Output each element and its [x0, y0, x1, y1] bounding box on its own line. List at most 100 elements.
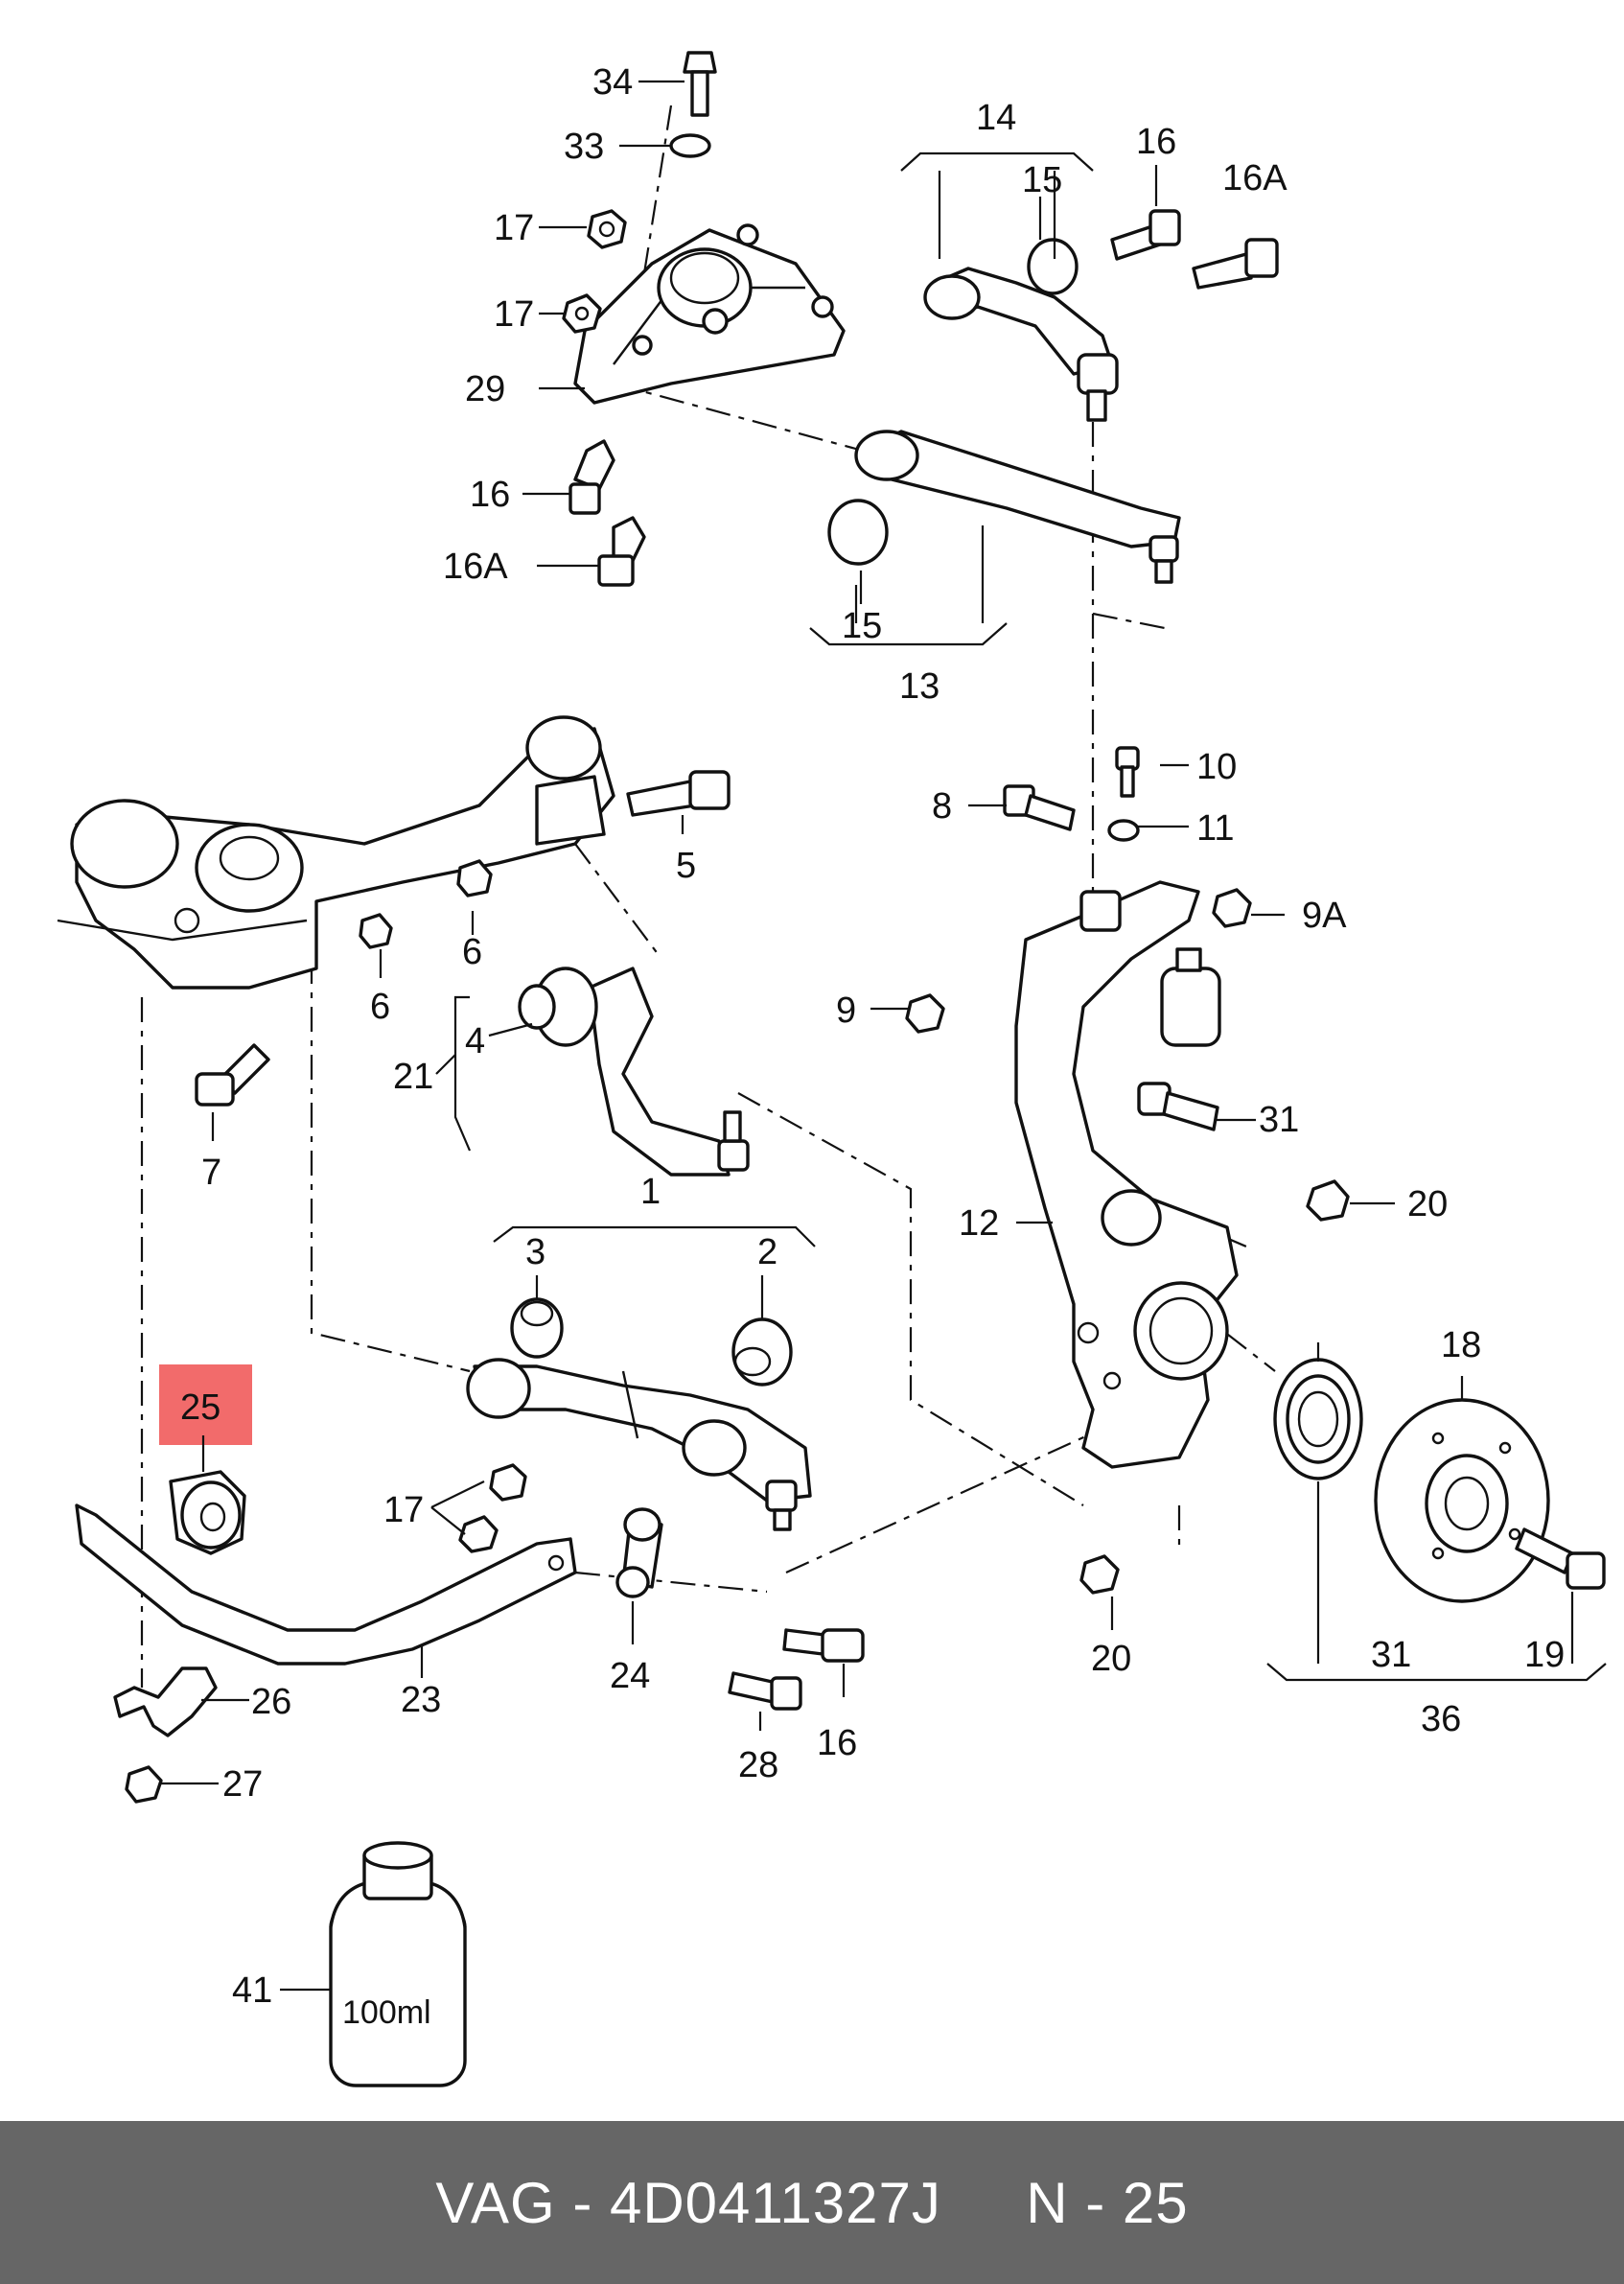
- bolt-19: [1515, 1527, 1606, 1590]
- bolt-28: [728, 1671, 802, 1711]
- stabilizer-bar: [75, 1503, 577, 1666]
- callout-9: 9: [836, 991, 856, 1031]
- bottle-label: 100ml: [342, 1994, 431, 2031]
- upper-bearing-bracket: [573, 223, 846, 405]
- footer-gap: [941, 2170, 1026, 2236]
- highlight-box: [159, 1364, 252, 1445]
- callout-15: 15: [1022, 160, 1062, 200]
- bolt-16-lower: [782, 1628, 865, 1663]
- link-rod-24: [615, 1507, 663, 1598]
- bracket-26: [113, 1666, 218, 1737]
- callout-4: 4: [465, 1021, 485, 1061]
- upper-arm-rear: [827, 430, 1181, 584]
- callout-28: 28: [738, 1745, 778, 1785]
- callout-16A: 16A: [443, 547, 508, 587]
- callout-17: 17: [383, 1490, 424, 1530]
- bolt-16-upper-right: [1110, 209, 1181, 261]
- callout-12: 12: [959, 1203, 999, 1244]
- callout-23: 23: [401, 1680, 441, 1720]
- upper-arm-front: [923, 238, 1119, 422]
- nut-6-left: [359, 913, 393, 949]
- callout-16: 16: [470, 475, 510, 515]
- lower-front-arm: [466, 1358, 812, 1531]
- callout-6: 6: [462, 932, 482, 972]
- footer-brand: VAG: [435, 2170, 556, 2235]
- callout-6: 6: [370, 987, 390, 1027]
- callout-21: 21: [393, 1057, 433, 1097]
- callout-20: 20: [1407, 1184, 1448, 1224]
- callout-31: 31: [1371, 1635, 1411, 1675]
- callout-41: 41: [232, 1970, 272, 2011]
- footer-position-prefix: N: [1026, 2170, 1069, 2235]
- callout-20: 20: [1091, 1639, 1131, 1679]
- nut-17-lower-a: [489, 1463, 527, 1502]
- wheel-hub: [1374, 1398, 1550, 1603]
- footer-position-separator: -: [1068, 2170, 1123, 2235]
- callout-34: 34: [592, 62, 633, 103]
- callout-1: 1: [640, 1172, 661, 1212]
- bolt-16A-top-left: [597, 516, 646, 587]
- nut-6-right: [456, 859, 493, 897]
- nut-17-second: [562, 293, 602, 334]
- callout-33: 33: [564, 127, 604, 167]
- footer-position-number: 25: [1122, 2170, 1189, 2235]
- callout-15: 15: [842, 606, 882, 646]
- callout-7: 7: [201, 1153, 221, 1193]
- callout-13: 13: [899, 666, 940, 707]
- callout-16: 16: [817, 1723, 857, 1763]
- callout-11: 11: [1196, 808, 1234, 849]
- callout-2: 2: [757, 1232, 777, 1272]
- footer-part-number: 4D0411327J: [609, 2170, 941, 2235]
- bolt-34: [683, 51, 717, 117]
- bolt-16-top-left: [568, 439, 615, 515]
- callout-9A: 9A: [1302, 896, 1347, 936]
- callout-14: 14: [976, 98, 1016, 138]
- part-number-footer: VAG - 4D0411327J N - 25: [0, 2121, 1624, 2284]
- nut-9: [905, 993, 945, 1034]
- callout-29: 29: [465, 369, 505, 409]
- nut-20-upper: [1306, 1179, 1350, 1222]
- leader-lines: [161, 80, 1464, 1992]
- callout-31: 31: [1259, 1100, 1299, 1140]
- callout-19: 19: [1524, 1635, 1565, 1675]
- callout-3: 3: [525, 1232, 545, 1272]
- footer-separator: -: [555, 2170, 610, 2235]
- nut-17-lower-b: [458, 1515, 499, 1553]
- lower-rear-arm: [518, 967, 750, 1177]
- callout-36: 36: [1421, 1699, 1461, 1739]
- callout-17: 17: [494, 294, 534, 335]
- assembly-lines: [140, 105, 1276, 1688]
- nut-17-top: [587, 209, 627, 249]
- nut-9A: [1212, 888, 1252, 928]
- bolt-16A-upper-right: [1192, 238, 1279, 290]
- washer-11: [1107, 819, 1140, 842]
- grease-bottle: 100ml: [329, 1841, 467, 2087]
- bushing-3: [510, 1297, 564, 1359]
- bolt-5: [626, 770, 731, 817]
- callout-labels: 34 33 17 17 29 16 16A 14 15 16 16A 15 13…: [180, 62, 1565, 2011]
- bushing-2: [731, 1317, 793, 1387]
- nut-27: [125, 1765, 163, 1804]
- wheel-bearing-housing: [1014, 880, 1239, 1469]
- bolt-7: [195, 1043, 270, 1107]
- callout-26: 26: [251, 1682, 291, 1722]
- callout-16: 16: [1136, 122, 1176, 162]
- nut-20-lower: [1079, 1554, 1120, 1595]
- group-brackets: [435, 151, 1607, 1682]
- bolt-8: [1003, 784, 1076, 831]
- washer-33: [669, 133, 711, 158]
- callout-18: 18: [1441, 1325, 1481, 1365]
- callout-27: 27: [222, 1764, 263, 1805]
- subframe: [57, 715, 615, 990]
- bushing-25-stabilizer: [169, 1470, 246, 1555]
- suspension-exploded-diagram: 100ml: [57, 51, 1607, 2087]
- wheel-hub-bearing: [1273, 1358, 1363, 1480]
- bolt-10: [1115, 746, 1140, 798]
- callout-8: 8: [932, 786, 952, 827]
- callout-17: 17: [494, 208, 534, 248]
- callout-5: 5: [676, 846, 696, 886]
- ball-joint-9A: [1160, 947, 1221, 1047]
- bolt-31-upper: [1137, 1082, 1219, 1131]
- callout-16A: 16A: [1222, 158, 1288, 198]
- callout-10: 10: [1196, 747, 1237, 787]
